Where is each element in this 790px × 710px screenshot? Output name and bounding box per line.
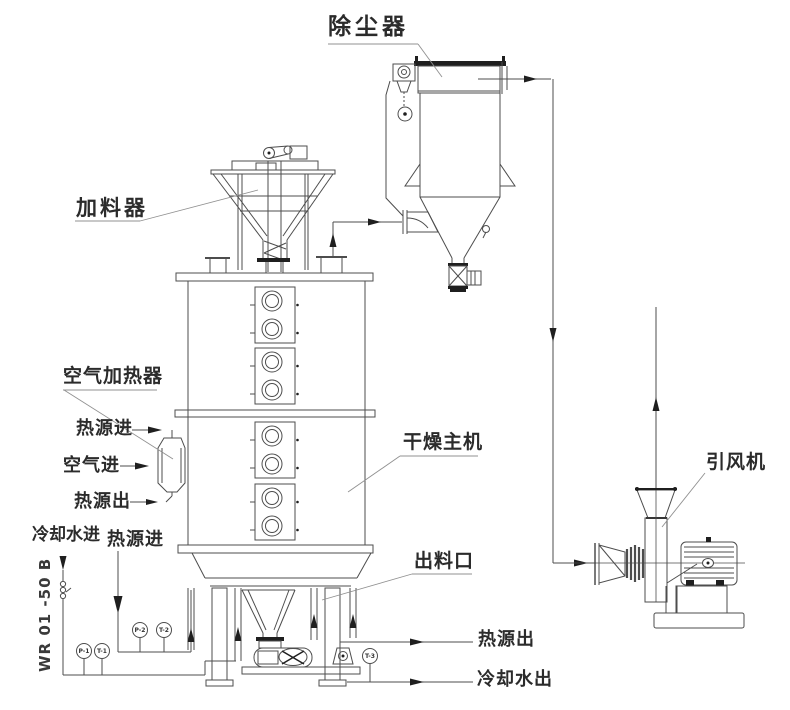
label-induced-draft-fan: 引风机: [706, 451, 767, 473]
label-air-in: 空气进: [63, 455, 120, 476]
dryer-main-vessel: [174, 256, 376, 554]
label-dust-collector: 除尘器: [328, 14, 409, 40]
label-cooling-water-out: 冷却水出: [477, 669, 553, 690]
label-discharge-port: 出料口: [414, 550, 475, 572]
cone-drain-valve: [482, 225, 490, 239]
gauge-t2: T-2: [156, 622, 172, 638]
model-code-text: WR 01 -50 B: [36, 557, 54, 672]
label-heat-source-out-bottom: 热源出: [478, 629, 535, 650]
jacket-flow-arrows: [234, 614, 357, 641]
gauge-t1: T-1: [94, 643, 110, 659]
label-heat-source-in-bottom: 热源进: [107, 529, 164, 550]
duster-inlet-elbow: [402, 210, 439, 234]
fan-exhaust-stack: [652, 307, 660, 490]
gauge-p2: P-2: [132, 622, 148, 638]
panel-bolts: [250, 303, 299, 532]
pulse-jet-assembly: [385, 63, 416, 217]
induced-draft-fan-unit: [553, 487, 745, 629]
heat-source-in-line: [113, 551, 195, 653]
fan-motor: [680, 537, 738, 586]
label-heat-source-out-heater: 热源出: [74, 491, 131, 512]
gauge-p1: P-1: [76, 643, 92, 659]
duster-outlet-duct: [478, 75, 596, 567]
sight-glass-ports: [261, 290, 283, 537]
gauge-t3: T-3: [362, 648, 378, 664]
bearing-bracket: [332, 647, 354, 665]
cooling-water-in-line: [59, 556, 236, 676]
discharge-rotary-valve: [253, 647, 313, 668]
heat-source-out-line: [340, 638, 473, 646]
label-cooling-water-in: 冷却水进: [32, 525, 100, 545]
cooling-water-out-line: [347, 664, 473, 686]
pressure-gauge-small: [397, 106, 413, 122]
air-heater-vessel: [120, 426, 186, 505]
label-heat-source-in-heater: 热源进: [76, 418, 133, 439]
feeder-unit: [210, 145, 336, 273]
dust-collector-unit: [385, 56, 516, 292]
label-air-heater: 空气加热器: [63, 365, 164, 387]
tower-to-duster-pipe: [329, 218, 402, 257]
duster-rotary-valve: [448, 258, 482, 292]
dryer-bottom-and-discharge: [187, 552, 372, 687]
leader-lines: [63, 43, 706, 601]
label-dryer-main-unit: 干燥主机: [403, 431, 484, 453]
label-feeder: 加料器: [76, 196, 148, 220]
